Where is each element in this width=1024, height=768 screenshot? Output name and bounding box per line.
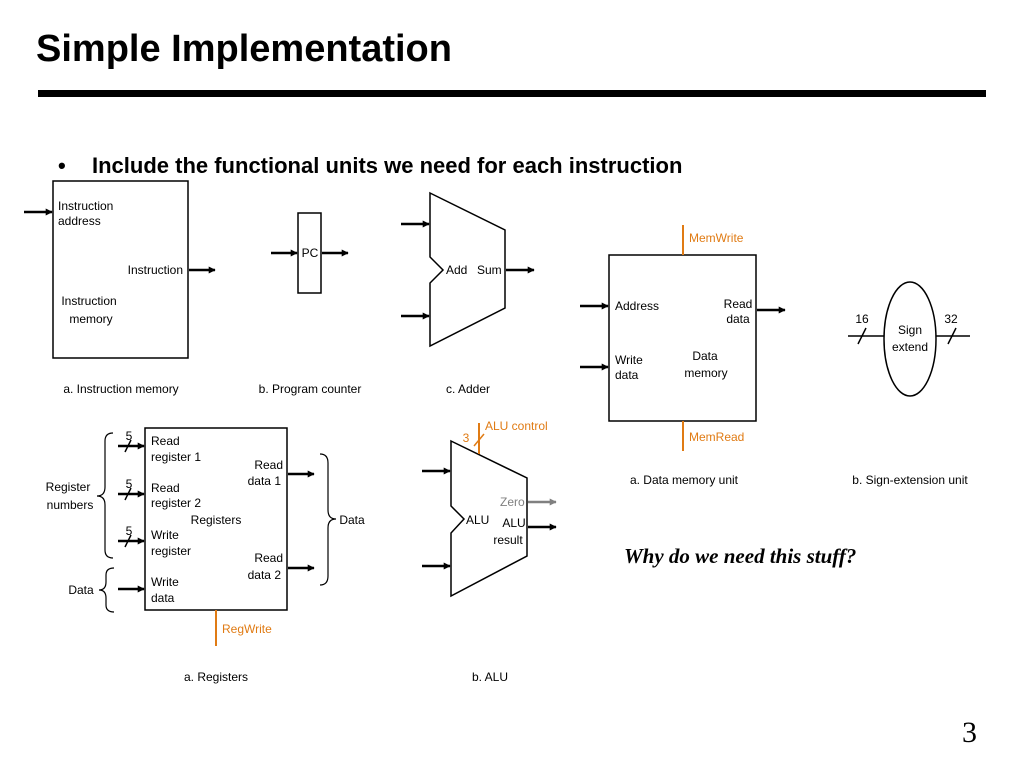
page-number: 3 [962, 716, 977, 749]
sign-extend-input-slash [857, 327, 867, 345]
program-counter-unit: PC b. Program counter [259, 212, 362, 396]
bullet-text: Include the functional units we need for… [92, 153, 683, 178]
data-read-label-2: data [726, 312, 750, 326]
data-read-label-1: Read [724, 297, 753, 311]
data-address-label: Address [615, 299, 659, 313]
alu-control-bits: 3 [463, 431, 470, 445]
data-memory-unit: MemWrite MemRead Address Read data Write… [580, 225, 786, 487]
alu-caption: b. ALU [472, 670, 508, 684]
adder-sum-label: Sum [477, 263, 502, 277]
instruction-memory-box [52, 180, 189, 359]
slide-title: Simple Implementation [36, 28, 452, 70]
instruction-memory-unit: Instruction address Instruction Instruct… [24, 180, 216, 396]
instruction-memory-caption: a. Instruction memory [63, 382, 178, 396]
read-register-1-bits: 5 [126, 429, 133, 443]
memread-label: MemRead [689, 430, 744, 444]
read-data-1-label-2: data 1 [248, 474, 282, 488]
data-write-label-2: data [615, 368, 639, 382]
adder-shape [429, 191, 506, 348]
pc-label: PC [302, 246, 319, 260]
write-register-label-1: Write [151, 528, 179, 542]
instruction-output-label: Instruction [128, 263, 183, 277]
data-memory-box [608, 254, 757, 422]
sign-extend-name-2: extend [892, 340, 928, 354]
registers-caption: a. Registers [184, 670, 248, 684]
sign-extend-name-1: Sign [898, 323, 922, 337]
read-register-1-label-2: register 1 [151, 450, 201, 464]
read-data-2-label-1: Read [254, 551, 283, 565]
alu-name: ALU [466, 513, 489, 527]
title-rule [38, 90, 986, 97]
read-register-2-slash [124, 487, 132, 501]
regwrite-label: RegWrite [222, 622, 272, 636]
data-out-brace [319, 453, 337, 586]
adder-unit: Add Sum c. Adder [401, 191, 535, 396]
sign-extend-output-slash [947, 327, 957, 345]
register-numbers-label-1: Register [46, 480, 91, 494]
registers-box [144, 427, 288, 611]
alu-unit: 3 ALU control ALU Zero ALU result b. ALU [422, 419, 557, 684]
write-register-bits: 5 [126, 524, 133, 538]
data-memory-name-2: memory [684, 366, 727, 380]
data-memory-name-1: Data [692, 349, 718, 363]
write-register-label-2: register [151, 544, 191, 558]
pc-caption: b. Program counter [259, 382, 362, 396]
sign-extend-ellipse [883, 281, 937, 397]
alu-zero-label: Zero [500, 495, 525, 509]
read-data-1-label-1: Read [254, 458, 283, 472]
adder-add-label: Add [446, 263, 467, 277]
data-in-label: Data [68, 583, 94, 597]
read-data-2-label-2: data 2 [248, 568, 282, 582]
register-numbers-label-2: numbers [47, 498, 94, 512]
read-register-2-label-1: Read [151, 481, 180, 495]
data-write-label-1: Write [615, 353, 643, 367]
read-register-2-bits: 5 [126, 477, 133, 491]
alu-result-label-2: result [493, 533, 523, 547]
instruction-address-label-2: address [58, 214, 101, 228]
registers-unit: 5 5 5 Read register 1 Read register 2 Wr… [46, 427, 365, 684]
data-in-brace [98, 567, 115, 613]
alu-control-slash [473, 433, 485, 447]
bullet-marker: • [58, 153, 66, 178]
sign-extend-input-bits: 16 [855, 312, 869, 326]
registers-name: Registers [191, 513, 242, 527]
pc-box [297, 212, 322, 294]
memwrite-label: MemWrite [689, 231, 744, 245]
write-register-slash [124, 534, 132, 548]
instruction-address-label-1: Instruction [58, 199, 113, 213]
read-register-2-label-2: register 2 [151, 496, 201, 510]
alu-result-label-1: ALU [502, 516, 525, 530]
alu-control-label: ALU control [485, 419, 548, 433]
data-memory-caption: a. Data memory unit [630, 473, 739, 487]
instruction-memory-name-2: memory [69, 312, 112, 326]
alu-shape [450, 439, 528, 598]
read-register-1-label-1: Read [151, 434, 180, 448]
sign-extend-unit: 16 32 Sign extend b. Sign-extension unit [848, 281, 970, 487]
why-question: Why do we need this stuff? [624, 544, 857, 568]
sign-extend-output-bits: 32 [944, 312, 958, 326]
write-data-label-1: Write [151, 575, 179, 589]
write-data-label-2: data [151, 591, 175, 605]
register-numbers-brace [96, 432, 114, 559]
instruction-memory-name-1: Instruction [61, 294, 116, 308]
read-register-1-slash [124, 439, 132, 453]
adder-caption: c. Adder [446, 382, 490, 396]
data-out-label: Data [339, 513, 365, 527]
sign-extend-caption: b. Sign-extension unit [852, 473, 968, 487]
